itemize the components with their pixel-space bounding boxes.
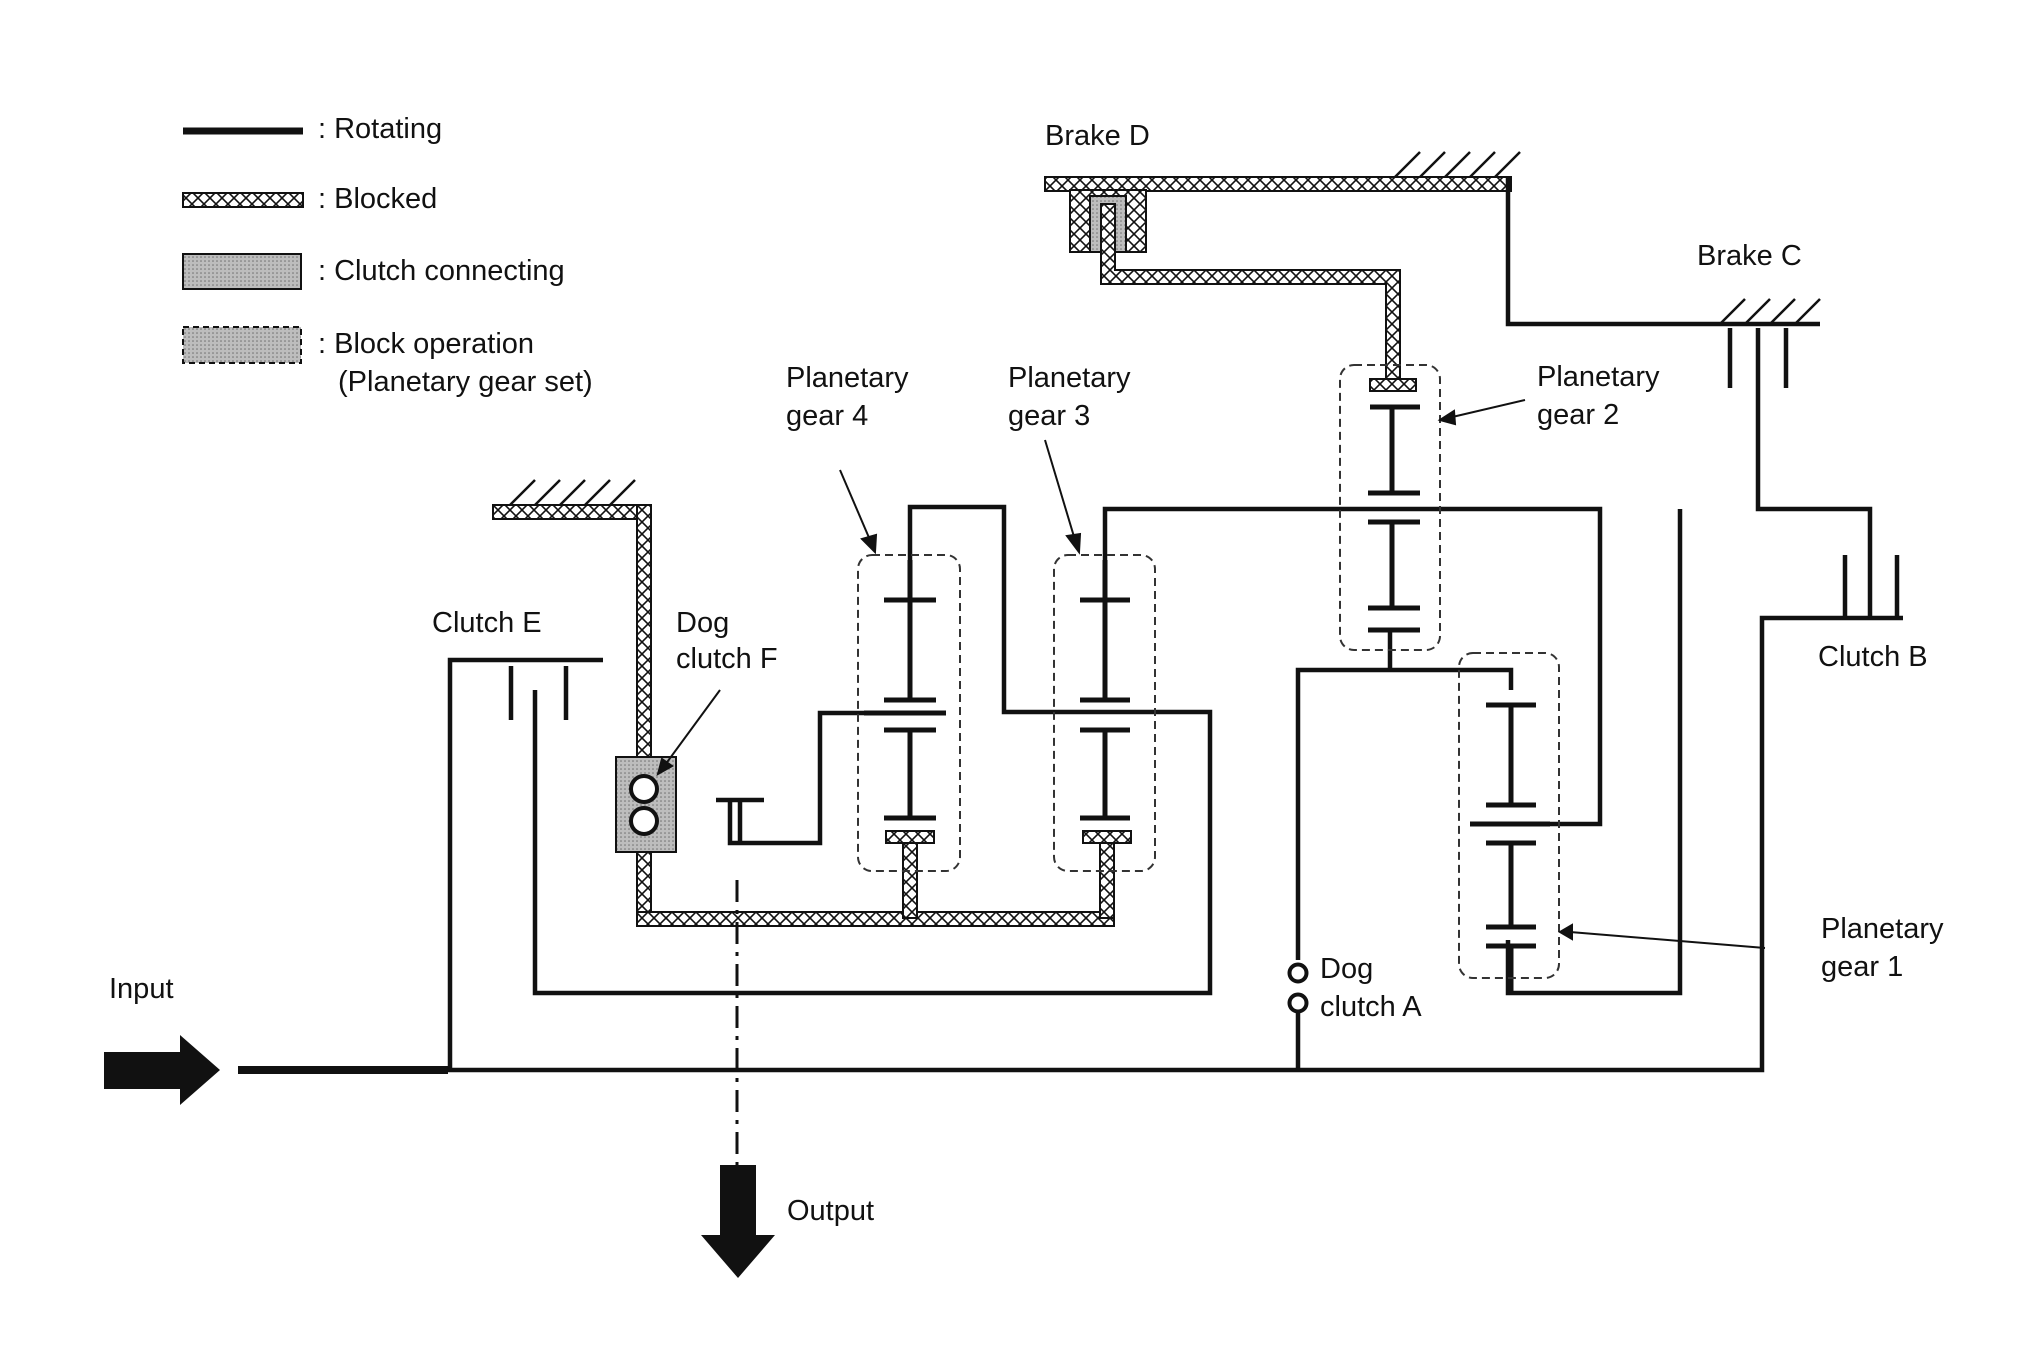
- dog-clutch-f-ring-bottom: [629, 806, 659, 836]
- brake-d-label: Brake D: [1045, 120, 1150, 152]
- pg2-carrier-path: [1295, 667, 1514, 960]
- legend-block-operation-label: : Block operation: [318, 328, 535, 360]
- clutch-e-drum: [447, 657, 603, 1070]
- dog-clutch-a-label-line1: Dog: [1320, 953, 1374, 985]
- ground-marks: [509, 151, 1821, 506]
- legend-rotating-label: : Rotating: [318, 113, 443, 145]
- planetary-gear-1-label-line2: gear 1: [1821, 951, 1904, 983]
- clutch-e-output: [532, 504, 1213, 996]
- brake-c-label: Brake C: [1697, 240, 1802, 272]
- legend-blocked-swatch: [182, 192, 304, 208]
- planetary-gear-2-label-line2: gear 2: [1537, 399, 1620, 431]
- planetary-gear-4-sun-block: [885, 830, 935, 844]
- output-arrow: [701, 1165, 775, 1278]
- output-label: Output: [787, 1195, 875, 1227]
- pg3-to-pg1-path: [1102, 506, 1603, 827]
- main-shaft: [448, 615, 1903, 1073]
- planetary-gear-1-box: [1458, 652, 1560, 979]
- dog-clutch-a-label-line2: clutch A: [1320, 991, 1422, 1023]
- dog-clutch-f-block: [615, 756, 677, 853]
- input-label: Input: [109, 973, 174, 1005]
- blocked-paths: [492, 176, 1512, 927]
- planetary-gear-3-label-line1: Planetary: [1008, 362, 1131, 394]
- dog-clutch-a-ring-top: [1287, 962, 1309, 984]
- planetary-gear-4-label-line2: gear 4: [786, 400, 869, 432]
- legend-block-operation-sublabel: (Planetary gear set): [338, 366, 593, 398]
- planetary-gear-4-label-line1: Planetary: [786, 362, 909, 394]
- clutch-b-drum: [1755, 328, 1873, 618]
- input-arrow: [104, 1035, 220, 1105]
- legend: [182, 127, 304, 364]
- clutch-e-label: Clutch E: [432, 607, 542, 639]
- dog-clutch-f-label-line1: Dog: [676, 607, 730, 639]
- legend-blocked-label: : Blocked: [318, 183, 438, 215]
- planetary-gear-3-sun-block: [1082, 830, 1132, 844]
- planetary-gear-1-label-line1: Planetary: [1821, 913, 1944, 945]
- gear-stacks: [864, 404, 1550, 993]
- legend-clutch-connecting-swatch: [182, 253, 302, 290]
- pg4-ring-path: [727, 710, 910, 846]
- brake-d-ground-bar: [1044, 176, 1512, 192]
- brake-c-housing: [1505, 177, 1820, 327]
- dog-clutch-a-ring-bottom: [1287, 992, 1309, 1014]
- planetary-gear-3-box: [1053, 554, 1156, 872]
- legend-block-operation-swatch: [182, 326, 302, 364]
- planetary-gear-3-label-line2: gear 3: [1008, 400, 1091, 432]
- dog-clutch-f-label-line2: clutch F: [676, 643, 778, 675]
- pointer-arrows: [656, 399, 1766, 949]
- planetary-gear-2-box: [1339, 364, 1441, 651]
- clutch-b-label: Clutch B: [1818, 641, 1928, 673]
- planetary-boxes: [857, 364, 1560, 979]
- planetary-gear-4-box: [857, 554, 961, 872]
- dog-clutch-f-ring-top: [629, 774, 659, 804]
- pg1-carrier-output: [1505, 509, 1683, 996]
- legend-clutch-connecting-label: : Clutch connecting: [318, 255, 565, 287]
- planetary-gear-2-sun-block: [1369, 378, 1417, 392]
- planetary-gear-2-label-line1: Planetary: [1537, 361, 1660, 393]
